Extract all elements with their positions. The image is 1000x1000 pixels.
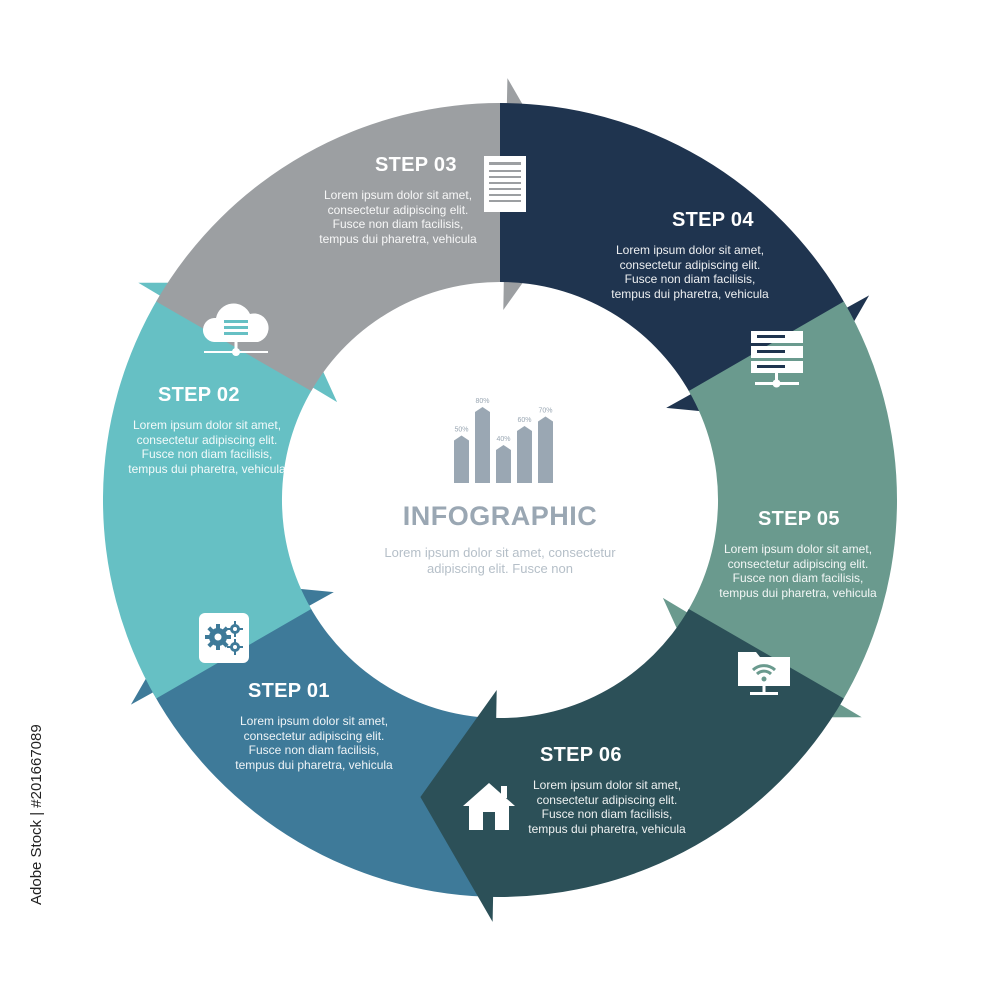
server-icon [751, 331, 803, 388]
mini-chart-bar [496, 445, 511, 483]
step-03-arrow [156, 78, 580, 391]
step-05-arrow [662, 301, 898, 718]
mini-chart-bar [538, 416, 553, 483]
step-02-arrow [102, 282, 338, 699]
center-text: Lorem ipsum dolor sit amet, consectetur … [384, 545, 616, 576]
mini-chart-label: 70% [538, 408, 552, 415]
wifi-folder-icon [738, 652, 790, 695]
step-02-title: STEP 02 [158, 384, 240, 406]
step-01-text: Lorem ipsum dolor sit amet, consectetur … [235, 714, 393, 772]
mini-chart-bar [454, 435, 469, 483]
mini-chart-bar [475, 407, 490, 483]
step-05-title: STEP 05 [758, 508, 840, 530]
center-title: INFOGRAPHIC [402, 501, 598, 531]
step-06-title: STEP 06 [540, 744, 622, 766]
step-04-title: STEP 04 [672, 209, 754, 231]
gears-icon [199, 613, 249, 663]
stock-id-watermark: Adobe Stock | #201667089 [28, 724, 45, 905]
document-icon [484, 156, 526, 212]
step-04-text: Lorem ipsum dolor sit amet, consectetur … [611, 243, 769, 301]
mini-chart-label: 60% [517, 417, 531, 424]
home-icon [463, 783, 515, 830]
bar-chart-icon: 50% 80% 40% 60% 70% [454, 398, 553, 483]
step-05-text: Lorem ipsum dolor sit amet, consectetur … [719, 542, 877, 600]
step-01-title: STEP 01 [248, 680, 330, 702]
mini-chart-label: 40% [496, 436, 510, 443]
mini-chart-label: 50% [454, 427, 468, 434]
step-03-title: STEP 03 [375, 154, 457, 176]
cloud-network-icon [202, 303, 269, 356]
step-03-text: Lorem ipsum dolor sit amet, consectetur … [319, 188, 477, 246]
mini-chart-bar [517, 426, 532, 483]
step-02-text: Lorem ipsum dolor sit amet, consectetur … [128, 418, 286, 476]
step-06-text: Lorem ipsum dolor sit amet, consectetur … [528, 778, 686, 836]
mini-chart-label: 80% [475, 398, 489, 405]
step-06-arrow [420, 609, 844, 922]
